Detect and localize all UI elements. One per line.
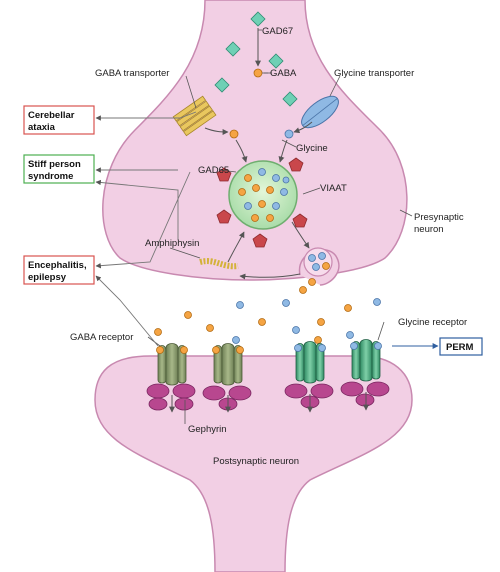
gaba-receptor-1 — [157, 343, 187, 386]
gad67-label: GAD67 — [262, 26, 293, 37]
gaba-transporter — [172, 95, 217, 137]
gad65-pentagons — [216, 157, 308, 248]
vesicle-contents — [238, 168, 290, 222]
stiff-person-box — [23, 154, 95, 184]
stiff-person-line1: Stiff person — [28, 159, 81, 170]
cerebellar-ataxia-line1: Cerebellar — [28, 110, 75, 121]
glycine-transporter — [301, 95, 339, 129]
glycine-transporter-label: Glycine transporter — [334, 68, 414, 79]
perm-label: PERM — [446, 342, 474, 353]
encephalitis-box — [23, 255, 95, 285]
gaba-dot — [253, 68, 263, 78]
glycine-receptor-1 — [295, 341, 325, 384]
gaba-dot — [322, 262, 330, 270]
glycine-dot — [318, 252, 326, 260]
gad65-label: GAD65 — [198, 165, 229, 176]
amphiphysin-label: Amphiphysin — [145, 238, 199, 249]
encephalitis-line1: Encephalitis, — [28, 260, 87, 271]
cleft-neurotransmitters — [154, 278, 381, 344]
glycine-dot — [312, 263, 320, 271]
cerebellar-ataxia-box — [23, 105, 95, 135]
presynaptic-label-1: Presynaptic — [414, 212, 464, 223]
cerebellar-ataxia-line2: ataxia — [28, 122, 56, 133]
presynaptic-neuron — [102, 0, 408, 281]
stiff-person-line2: syndrome — [28, 171, 73, 182]
postsynaptic-label: Postsynaptic neuron — [213, 456, 299, 467]
gad67-diamonds — [214, 11, 298, 107]
gaba-receptor-label: GABA receptor — [70, 332, 133, 343]
gaba-label: GABA — [270, 68, 297, 79]
perm-box — [439, 337, 483, 356]
gephyrin-label: Gephyrin — [188, 424, 227, 435]
presynaptic-label-2: neuron — [414, 224, 444, 235]
endocytic-vesicle — [303, 247, 333, 277]
gephyrin-clusters — [146, 381, 390, 411]
gaba-receptor-2 — [213, 343, 243, 386]
glycine-dot — [284, 129, 294, 139]
glycine-receptor-2 — [351, 339, 381, 382]
gaba-dot — [229, 129, 239, 139]
amphiphysin-chain — [199, 258, 239, 270]
glycine-label: Glycine — [296, 143, 328, 154]
glycine-receptor-label: Glycine receptor — [398, 317, 467, 328]
viaat-label: VIAAT — [320, 183, 347, 194]
gaba-transporter-label: GABA transporter — [95, 68, 169, 79]
encephalitis-line2: epilepsy — [28, 272, 67, 283]
glycine-dot — [308, 254, 316, 262]
